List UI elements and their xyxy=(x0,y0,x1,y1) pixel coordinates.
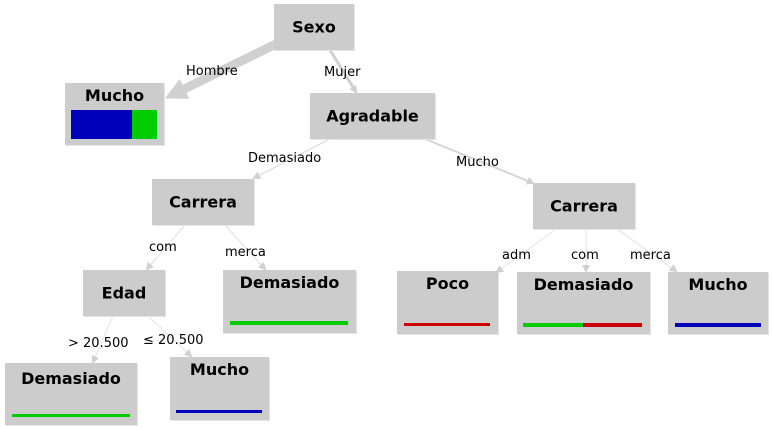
leaf-title: Demasiado xyxy=(239,273,340,292)
leaf-title: Demasiado xyxy=(21,369,121,388)
edge-le xyxy=(147,315,193,358)
leaf-title: Mucho xyxy=(84,86,145,105)
bar-segment-mucho xyxy=(71,110,133,139)
node-title: Carrera xyxy=(169,192,237,212)
edge-label-mujer: Mujer xyxy=(324,65,361,80)
node-title: Sexo xyxy=(292,17,336,37)
node-carrera-right[interactable]: Carrera xyxy=(533,183,635,229)
leaf-gt-demasiado[interactable]: Demasiado xyxy=(5,363,137,425)
leaf-adm-poco[interactable]: Poco xyxy=(397,271,498,334)
edge-label-hombre: Hombre xyxy=(186,64,238,79)
edge-label-adm: adm xyxy=(502,248,531,263)
node-title: Edad xyxy=(101,283,147,303)
leaf-merca-right-mucho[interactable]: Mucho xyxy=(668,272,768,334)
edge-label-com-left: com xyxy=(149,240,177,255)
class-distribution-bar xyxy=(404,323,490,326)
bar-segment-mucho xyxy=(176,410,262,413)
class-distribution-bar xyxy=(12,414,130,417)
leaf-title: Mucho xyxy=(688,275,748,294)
edge-label-demasiado: Demasiado xyxy=(248,151,322,166)
node-edad[interactable]: Edad xyxy=(83,270,165,316)
edge-merca-right xyxy=(616,228,678,273)
class-distribution-bar xyxy=(675,323,761,327)
edge-merca-left xyxy=(224,224,267,271)
leaf-title: Poco xyxy=(425,274,470,293)
edge-label-mucho: Mucho xyxy=(456,155,499,170)
leaf-title: Mucho xyxy=(189,360,250,379)
edge-label-le: ≤ 20.500 xyxy=(143,333,204,348)
edge-demasiado xyxy=(252,138,331,179)
edge-adm xyxy=(495,228,557,274)
node-title: Carrera xyxy=(550,196,618,216)
edge-com-left xyxy=(145,224,186,271)
bar-segment-poco xyxy=(582,323,642,327)
class-distribution-bar xyxy=(176,410,262,413)
bar-segment-demasiado xyxy=(523,323,583,327)
node-title: Agradable xyxy=(326,106,419,126)
edge-label-com-right: com xyxy=(571,248,599,263)
node-agradable[interactable]: Agradable xyxy=(310,93,435,139)
leaf-merca-left-demasiado[interactable]: Demasiado xyxy=(223,270,356,333)
node-carrera-left[interactable]: Carrera xyxy=(152,179,254,225)
class-distribution-bar xyxy=(71,110,157,139)
bar-segment-poco xyxy=(404,323,490,326)
leaf-title: Demasiado xyxy=(533,275,634,294)
class-distribution-bar xyxy=(230,321,348,325)
edge-label-gt: > 20.500 xyxy=(68,336,129,351)
edge-mujer xyxy=(328,49,358,94)
bar-segment-demasiado xyxy=(230,321,348,325)
bar-segment-demasiado xyxy=(12,414,130,417)
bar-segment-demasiado xyxy=(132,110,157,139)
edge-gt xyxy=(91,315,114,364)
leaf-le-mucho[interactable]: Mucho xyxy=(170,357,269,420)
edge-mucho xyxy=(424,138,535,185)
node-sexo[interactable]: Sexo xyxy=(274,4,354,50)
bar-segment-mucho xyxy=(675,323,761,327)
edge-label-merca-right: merca xyxy=(630,248,671,263)
edge-label-merca-left: merca xyxy=(225,245,266,260)
leaf-com-right-demasiado[interactable]: Demasiado xyxy=(517,272,650,334)
edge-hombre xyxy=(164,37,282,100)
class-distribution-bar xyxy=(523,323,642,327)
leaf-hombre-mucho[interactable]: Mucho xyxy=(65,83,164,145)
